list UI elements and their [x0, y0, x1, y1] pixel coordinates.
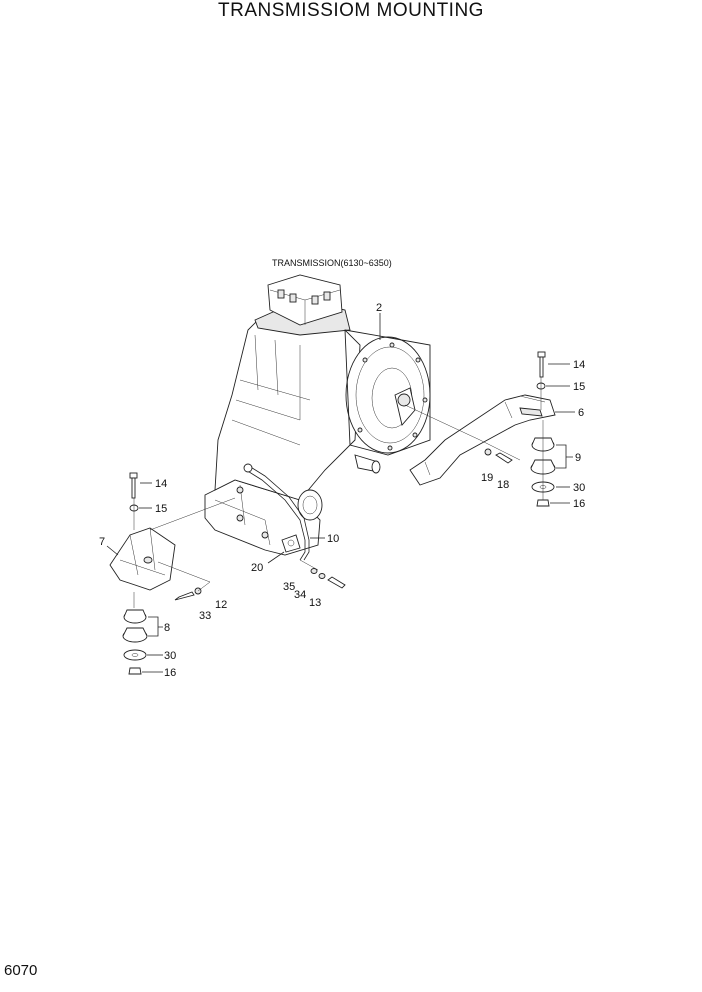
- callout-19: 19: [481, 472, 493, 484]
- callout-9: 9: [575, 452, 581, 464]
- right-hardware-stack: [484, 351, 556, 507]
- callout-16-left: 16: [164, 667, 176, 679]
- callout-7: 7: [99, 536, 105, 548]
- callout-6: 6: [578, 407, 584, 419]
- callout-33: 33: [199, 610, 211, 622]
- callout-13: 13: [309, 597, 321, 609]
- callout-35: 35: [283, 581, 295, 593]
- callout-16-right: 16: [573, 498, 585, 510]
- right-mount-bracket: [409, 394, 556, 486]
- page-title: TRANSMISSIOM MOUNTING: [218, 0, 484, 21]
- callout-2: 2: [376, 302, 382, 314]
- assembly-lines: [149, 404, 521, 592]
- tube-lower-hardware: [281, 534, 346, 589]
- callout-30-left: 30: [164, 650, 176, 662]
- callout-15-left: 15: [155, 503, 167, 515]
- callout-14-left: 14: [155, 478, 167, 490]
- transmission-housing: [204, 274, 431, 556]
- callout-12: 12: [215, 599, 227, 611]
- callout-10: 10: [327, 533, 339, 545]
- left-hardware-stack: [122, 472, 202, 675]
- assembly-note: TRANSMISSION(6130~6350): [272, 258, 392, 268]
- callout-34: 34: [294, 589, 306, 601]
- callout-30-right: 30: [573, 482, 585, 494]
- callout-8: 8: [164, 622, 170, 634]
- callout-18: 18: [497, 479, 509, 491]
- page-number: 6070: [4, 962, 38, 979]
- callout-20: 20: [251, 562, 263, 574]
- callout-15-right: 15: [573, 381, 585, 393]
- callout-14-right: 14: [573, 359, 585, 371]
- callout-leaders: [106, 313, 575, 673]
- dipstick-tube: [243, 463, 310, 561]
- left-mount-bracket: [109, 527, 176, 591]
- callout-labels: 2 14 15 6 9 30 16 19 18 14 15 7 10 20 35…: [99, 302, 585, 679]
